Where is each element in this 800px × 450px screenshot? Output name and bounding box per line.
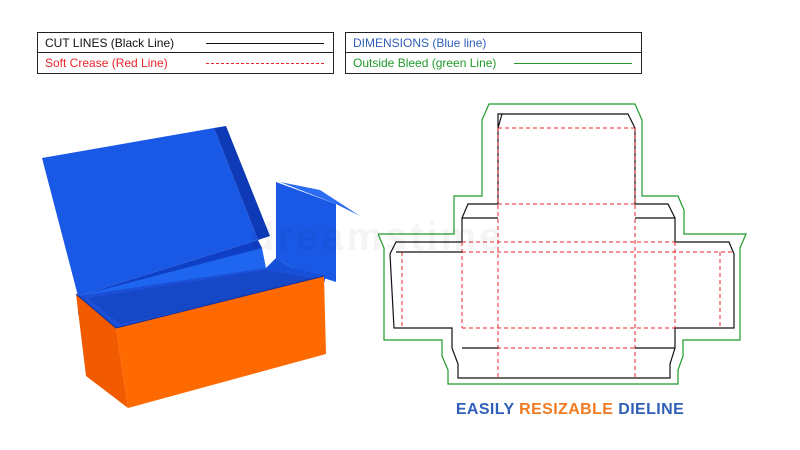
legend-label-cut-lines: CUT LINES (Black Line) [45,36,175,50]
legend-row-cut-lines: CUT LINES (Black Line) [38,33,333,53]
legend-divider [346,52,641,53]
box-side-flap [276,182,336,282]
caption-word-easily: EASILY [455,401,515,418]
legend-row-soft-crease: Soft Crease (Red Line) [38,53,333,73]
box-lid [42,128,258,296]
dieline-flap-cuts [396,217,675,349]
crease-line-sample [206,63,324,64]
legend-row-outside-bleed: Outside Bleed (green Line) [346,53,641,73]
dieline-crease-lines [401,127,734,378]
caption-word-resizable: RESIZABLE [519,401,614,418]
flat-dieline-template [378,103,747,385]
box-rim-line [75,275,325,329]
box-inner-floor-shadow [88,270,320,324]
resizable-dieline-caption: EASILY RESIZABLE DIELINE [450,401,690,419]
box-end-face [76,294,128,408]
open-box-illustration [42,126,360,408]
watermark: dreamstime [250,215,505,260]
box-front-face [116,276,326,408]
dieline-bleed-outline [378,103,747,385]
box-lid-side-edge [214,126,270,240]
legend-label-dimensions: DIMENSIONS (Blue line) [353,36,487,50]
legend-divider [38,52,333,53]
caption-word-dieline: DIELINE [618,401,685,418]
dieline-cut-outline [389,113,735,379]
legend-label-outside-bleed: Outside Bleed (green Line) [353,56,497,70]
bleed-line-sample [514,63,632,64]
legend-cut-crease: CUT LINES (Black Line) Soft Crease (Red … [37,32,334,74]
cut-line-sample [206,43,324,44]
legend-dimension-bleed: DIMENSIONS (Blue line) Outside Bleed (gr… [345,32,642,74]
legend-row-dimensions: DIMENSIONS (Blue line) [346,33,641,53]
legend-label-soft-crease: Soft Crease (Red Line) [45,56,168,70]
